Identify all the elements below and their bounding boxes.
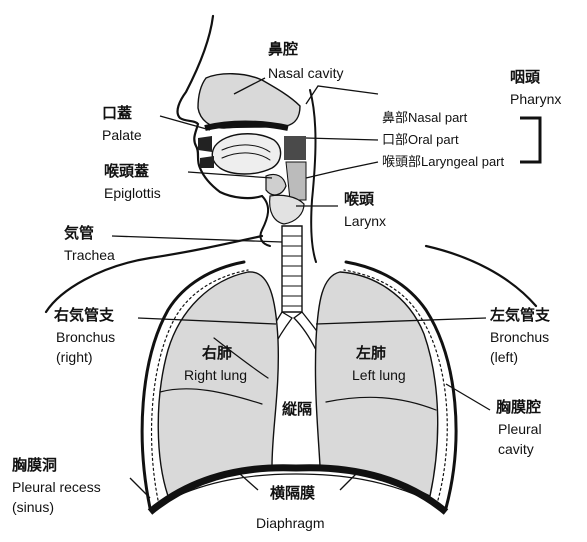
bronchus-right-en1: Bronchus bbox=[56, 329, 115, 345]
left-lung-en: Left lung bbox=[352, 367, 406, 383]
bronchus-right-en2: (right) bbox=[56, 349, 93, 365]
larynx-shape bbox=[270, 195, 304, 224]
mediastinum-jp: 縦隔 bbox=[282, 400, 312, 418]
right-lung-jp: 右肺 bbox=[202, 344, 232, 362]
left-shoulder bbox=[426, 246, 536, 306]
bronchus-left-en1: Bronchus bbox=[490, 329, 549, 345]
bronchus-left-jp: 左気管支 bbox=[489, 306, 551, 324]
trachea-jp: 気管 bbox=[64, 224, 94, 242]
diaphragm-jp: 横隔膜 bbox=[270, 484, 315, 502]
bronchus-left-en2: (left) bbox=[490, 349, 518, 365]
pleural-cavity-en2: cavity bbox=[498, 441, 534, 457]
pleural-cavity-en1: Pleural bbox=[498, 421, 542, 437]
pleural-recess-en2: (sinus) bbox=[12, 499, 54, 515]
oral-part-label: 口部Oral part bbox=[382, 132, 459, 147]
pharynx-oral-segment bbox=[284, 136, 306, 160]
palate-jp: 口蓋 bbox=[102, 104, 132, 122]
pharynx-en: Pharynx bbox=[510, 91, 561, 107]
left-lung-jp: 左肺 bbox=[355, 344, 386, 362]
nasal-part-label: 鼻部Nasal part bbox=[382, 110, 468, 125]
nasal-cavity-shape bbox=[198, 74, 300, 128]
larynx-en: Larynx bbox=[344, 213, 386, 229]
pharynx-jp: 咽頭 bbox=[510, 68, 541, 86]
pharynx-laryngeal-segment bbox=[286, 162, 306, 200]
nasal-cavity-en: Nasal cavity bbox=[268, 65, 343, 81]
bronchus-right-jp: 右気管支 bbox=[54, 306, 115, 324]
pleural-cavity-jp: 胸膜腔 bbox=[496, 398, 541, 416]
larynx-jp: 喉頭 bbox=[344, 190, 375, 208]
epiglottis-en: Epiglottis bbox=[104, 185, 161, 201]
trachea-en: Trachea bbox=[64, 247, 115, 263]
nasal-cavity-jp: 鼻腔 bbox=[268, 40, 298, 58]
tongue-shape bbox=[212, 134, 280, 174]
pleural-recess-jp: 胸膜洞 bbox=[12, 456, 57, 474]
epiglottis-jp: 喉頭蓋 bbox=[104, 162, 149, 180]
laryngeal-part-label: 喉頭部Laryngeal part bbox=[382, 154, 504, 169]
palate-en: Palate bbox=[102, 127, 142, 143]
right-lung-shape bbox=[158, 272, 278, 496]
pleural-recess-en1: Pleural recess bbox=[12, 479, 101, 495]
left-lung-shape bbox=[315, 272, 437, 496]
diaphragm-en: Diaphragm bbox=[256, 515, 324, 531]
right-lung-en: Right lung bbox=[184, 367, 247, 383]
